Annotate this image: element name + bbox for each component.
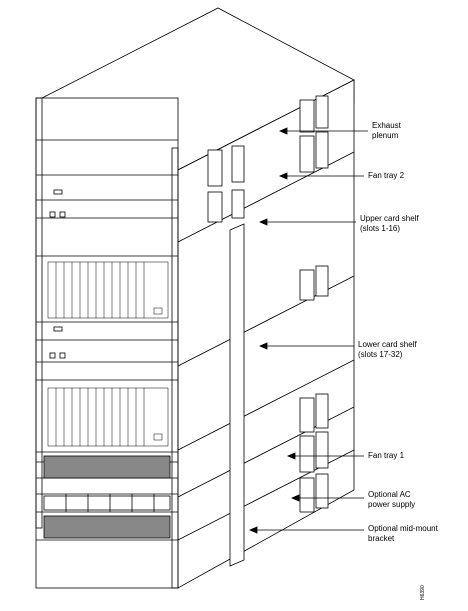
- callout-fan-tray-1: Fan tray 1: [368, 451, 405, 460]
- upper-card-cage: [47, 261, 169, 319]
- power-supply-front: [43, 495, 171, 511]
- fan-tray-1-front: [43, 455, 171, 479]
- leader-lines: [248, 127, 368, 534]
- left-rack-rail: [35, 97, 43, 529]
- mid-mount-bracket: [229, 223, 245, 567]
- lower-card-cage: [47, 387, 169, 447]
- chassis-front: [35, 97, 179, 589]
- callout-fan-tray-2: Fan tray 2: [368, 171, 405, 180]
- callout-upper-card-shelf: Upper card shelf(slots 1-16): [360, 214, 419, 233]
- side-brackets: [207, 95, 329, 513]
- right-rack-rail: [171, 147, 179, 589]
- callout-lower-card-shelf: Lower card shelf(slots 17-32): [358, 340, 417, 359]
- figure-id: H6390: [420, 585, 426, 600]
- power-grille: [43, 515, 171, 539]
